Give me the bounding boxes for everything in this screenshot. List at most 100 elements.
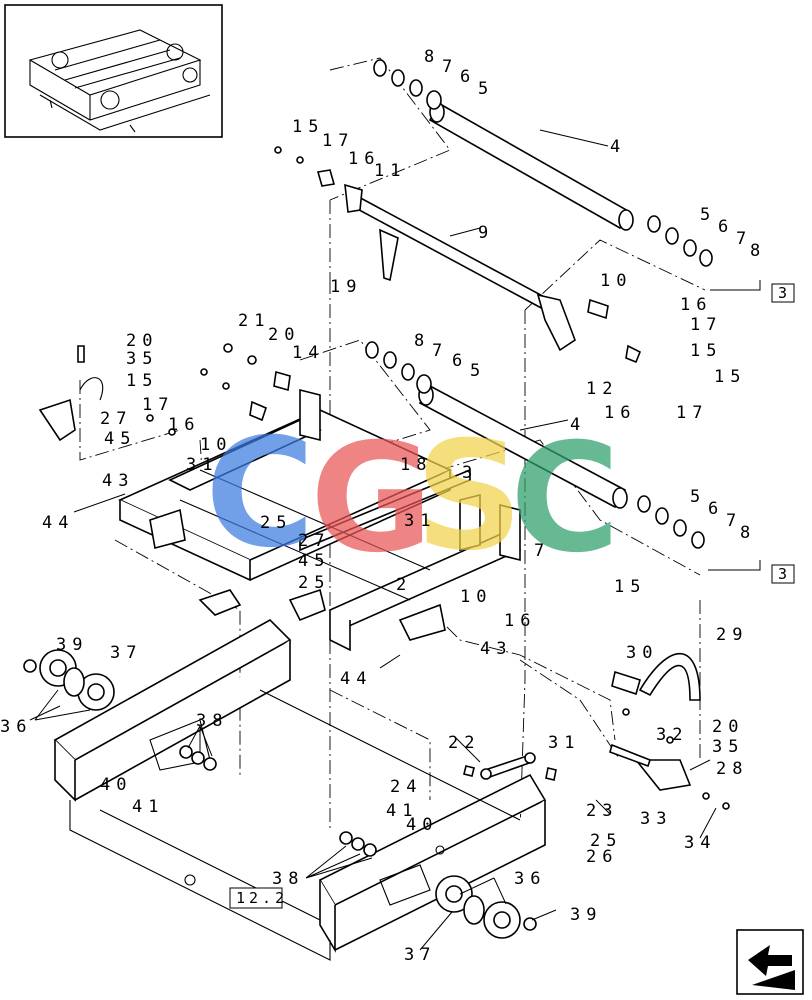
page-ref-a-text: 3 (778, 284, 787, 302)
callout-29: 29 (716, 625, 748, 645)
callout-10: 10 (200, 435, 232, 455)
callout-45: 45 (104, 429, 136, 449)
lower-chassis (53, 619, 547, 961)
page-ref-box-b[interactable]: 3 (771, 564, 795, 584)
callout-35: 35 (712, 737, 744, 757)
callout-10: 10 (600, 271, 632, 291)
main-frame (118, 388, 522, 652)
callout-33: 33 (640, 809, 672, 829)
callout-5: 5 (700, 205, 716, 225)
callout-30: 30 (626, 643, 658, 663)
callout-25: 25 (260, 513, 292, 533)
callout-24: 24 (390, 777, 422, 797)
callout-8: 8 (750, 241, 766, 261)
callout-31: 31 (186, 455, 218, 475)
callout-21: 21 (238, 311, 270, 331)
callout-17: 17 (676, 403, 708, 423)
callout-36: 36 (514, 869, 546, 889)
callout-28: 28 (716, 759, 748, 779)
page-ref-box-a[interactable]: 3 (771, 283, 795, 303)
callout-7: 7 (432, 341, 448, 361)
callout-27: 27 (298, 531, 330, 551)
callout-31: 31 (548, 733, 580, 753)
callout-43: 43 (480, 639, 512, 659)
callout-26: 26 (586, 847, 618, 867)
callout-8: 8 (424, 47, 440, 67)
shaft-arm (274, 146, 642, 364)
callout-15: 15 (292, 117, 324, 137)
callout-15: 15 (714, 367, 746, 387)
hardware-left (38, 343, 291, 442)
callout-45: 45 (298, 551, 330, 571)
overview-inset (4, 4, 223, 138)
callout-11: 11 (374, 161, 406, 181)
section-ref-box[interactable]: 12.2 (229, 887, 288, 909)
callout-16: 16 (680, 295, 712, 315)
watermark: C G S C (205, 407, 620, 586)
callout-9: 9 (478, 223, 494, 243)
callout-35: 35 (126, 349, 158, 369)
callout-7: 7 (442, 57, 458, 77)
callout-37: 37 (404, 945, 436, 965)
callout-36: 36 (0, 717, 32, 737)
callout-23: 23 (586, 801, 618, 821)
callout-3: 3 (462, 463, 478, 483)
callout-6: 6 (452, 351, 468, 371)
callout-4: 4 (570, 415, 586, 435)
callout-16: 16 (604, 403, 636, 423)
callout-5: 5 (478, 79, 494, 99)
link-rod (463, 752, 557, 781)
callout-20: 20 (712, 717, 744, 737)
callout-7: 7 (726, 511, 742, 531)
callout-8: 8 (414, 331, 430, 351)
callout-12: 12 (586, 379, 618, 399)
callout-20: 20 (268, 325, 300, 345)
callout-8: 8 (740, 523, 756, 543)
callout-44: 44 (340, 669, 372, 689)
leader-lines (29, 129, 761, 951)
callout-40: 40 (406, 815, 438, 835)
callout-38: 38 (196, 711, 228, 731)
callout-25: 25 (590, 831, 622, 851)
roller-upper (373, 59, 713, 267)
bearing-flanges (23, 649, 537, 939)
callout-17: 17 (690, 315, 722, 335)
callout-5: 5 (470, 361, 486, 381)
callout-15: 15 (126, 371, 158, 391)
callout-37: 37 (110, 643, 142, 663)
callout-17: 17 (322, 131, 354, 151)
callout-15: 15 (614, 577, 646, 597)
callout-39: 39 (570, 905, 602, 925)
callout-20: 20 (126, 331, 158, 351)
watermark-letter-2: G (310, 412, 433, 586)
page-ref-b-text: 3 (778, 565, 787, 583)
callout-7: 7 (736, 229, 752, 249)
back-arrow-icon[interactable] (736, 929, 804, 995)
callout-34: 34 (684, 833, 716, 853)
callout-27: 27 (100, 409, 132, 429)
callout-22: 22 (448, 733, 480, 753)
watermark-letter-1: C (205, 407, 315, 581)
callout-38: 38 (272, 869, 304, 889)
section-ref-text: 12.2 (236, 889, 288, 907)
callout-16: 16 (348, 149, 380, 169)
callout-6: 6 (718, 217, 734, 237)
callout-14: 14 (292, 343, 324, 363)
callout-39: 39 (56, 635, 88, 655)
callout-15: 15 (690, 341, 722, 361)
callout-32: 32 (656, 725, 688, 745)
watermark-letter-3: S (415, 410, 523, 584)
watermark-letter-4: C (510, 412, 620, 586)
callout-16: 16 (504, 611, 536, 631)
callout-2: 2 (396, 575, 412, 595)
callout-41: 41 (386, 801, 418, 821)
callout-40: 40 (100, 775, 132, 795)
hose-bracket-right (609, 652, 730, 810)
callout-25: 25 (298, 573, 330, 593)
callout-6: 6 (708, 499, 724, 519)
callout-10: 10 (460, 587, 492, 607)
callout-43: 43 (102, 471, 134, 491)
callout-5: 5 (690, 487, 706, 507)
